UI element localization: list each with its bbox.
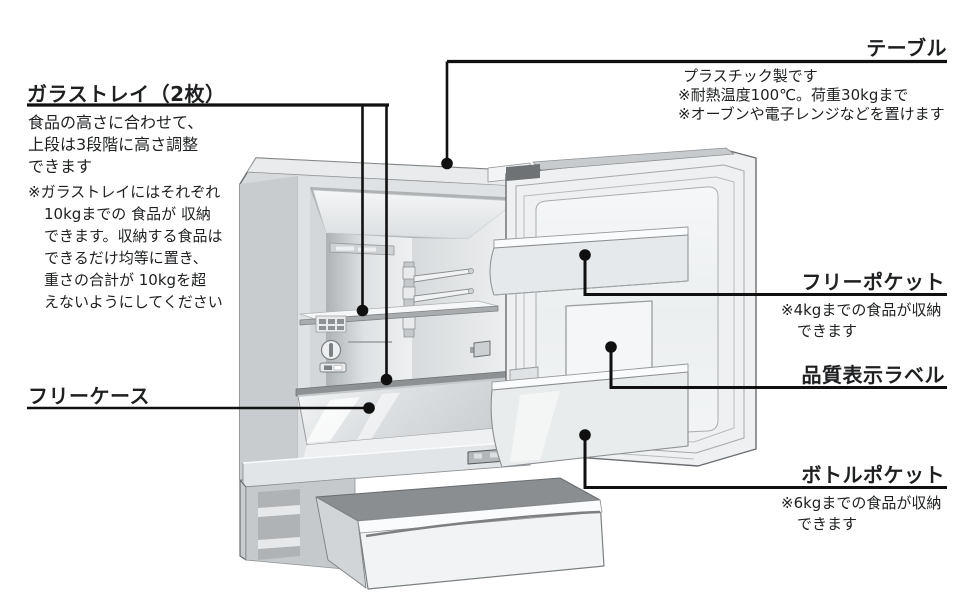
callout-title-free-pocket: フリーポケット — [801, 270, 945, 294]
note-line: できます — [797, 515, 858, 533]
note-line: できます — [797, 322, 858, 340]
callout-lines — [27, 59, 947, 489]
callout-desc-glass-tray: 食品の高さに合わせて、 上段は3段階に高さ調整 できます — [28, 112, 203, 178]
note-line: できます。収納する食品は — [44, 227, 223, 245]
callout-title-glass-tray: ガラストレイ（2枚） — [27, 82, 226, 106]
callout-dot-free-case — [363, 402, 375, 414]
callout-note-glass-tray: ※ガラストレイにはそれぞれ 10kgまでの 食品が 収納 できます。収納する食品… — [28, 181, 223, 313]
note-line: 重さの合計が 10kgを超 — [44, 271, 207, 289]
note-line: えないようにしてください — [44, 293, 223, 311]
callout-note-table: プラスチック製です ※耐熱温度100℃。荷重30kgまで ※オーブンや電子レンジ… — [678, 67, 945, 124]
interior-back-wall — [326, 233, 412, 414]
freezer-drawer — [315, 477, 605, 590]
note-line: 10kgまでの 食品が 収納 — [44, 205, 211, 223]
callout-line-free-pocket — [583, 255, 947, 296]
desc-line: できます — [28, 157, 93, 176]
desc-line: 上段は3段階に高さ調整 — [28, 135, 199, 154]
drawer-handle — [365, 510, 601, 538]
shelf-support-rails — [402, 261, 474, 338]
note-line: ※4kgまでの食品が収納 — [781, 301, 942, 319]
callout-note-free-pocket: ※4kgまでの食品が収納 できます — [781, 300, 941, 342]
callout-title-quality-label: 品質表示ラベル — [801, 363, 945, 387]
note-line: できるだけ均等に置き、 — [44, 249, 208, 267]
callout-title-table: テーブル — [866, 36, 947, 60]
door-edge-latch — [470, 340, 491, 358]
desc-line: 食品の高さに合わせて、 — [28, 113, 204, 132]
bottle-pocket — [490, 363, 689, 468]
callout-line-bottle-pocket — [583, 435, 947, 489]
glass-tray-upper — [299, 300, 499, 343]
fridge-door-open — [470, 147, 757, 468]
callout-dot-table — [441, 157, 453, 170]
note-line: ※耐熱温度100℃。荷重30kgまで — [678, 86, 909, 104]
callout-dot-glass-tray-lower — [380, 373, 393, 386]
note-line: ※オーブンや電子レンジなどを置けます — [678, 105, 945, 123]
door-handle — [506, 164, 540, 181]
control-panel — [315, 315, 347, 373]
desc-line: プラスチック製です — [683, 67, 818, 85]
note-line: ※6kgまでの食品が収納 — [781, 494, 942, 512]
note-line: ※ガラストレイにはそれぞれ — [28, 183, 221, 201]
callout-title-bottle-pocket: ボトルポケット — [801, 463, 945, 487]
callout-line-quality-label — [609, 347, 947, 389]
callout-title-free-case: フリーケース — [28, 384, 150, 408]
callout-dot-glass-tray-upper — [356, 304, 369, 317]
free-pocket — [489, 226, 689, 296]
callout-note-bottle-pocket: ※6kgまでの食品が収納 できます — [781, 493, 941, 535]
